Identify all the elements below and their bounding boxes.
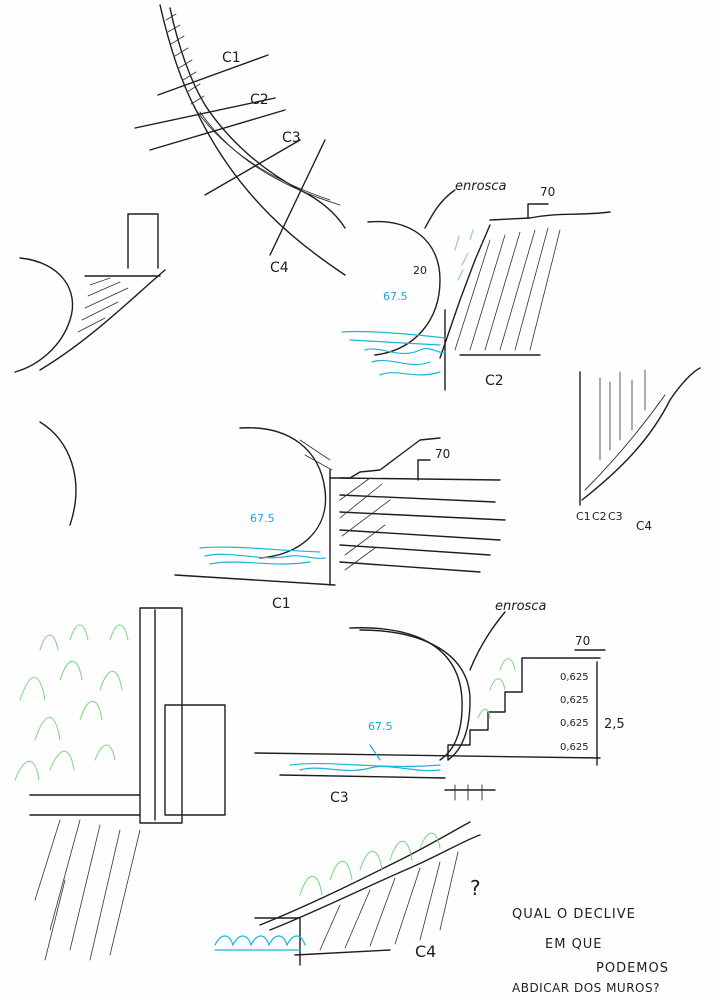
section-c3: enrosca 70 0,625 0,625 0,625 0,625 2,5 6… bbox=[254, 599, 625, 806]
small-section-left bbox=[14, 213, 166, 373]
question-line-3: PODEMOS bbox=[596, 961, 669, 976]
profile-label-c4: C4 bbox=[636, 519, 652, 533]
c2-water-level: 67.5 bbox=[383, 290, 408, 303]
profile-label-c2: C2 bbox=[592, 510, 607, 523]
c2-top-level: 70 bbox=[540, 185, 555, 199]
c3-step-1: 0,625 bbox=[560, 672, 589, 683]
c2-label: C2 bbox=[485, 373, 504, 389]
plan-label-c2: C2 bbox=[250, 92, 269, 108]
c3-step-3: 0,625 bbox=[560, 718, 589, 729]
plan-label-c1: C1 bbox=[222, 50, 241, 66]
c4-question-mark: ? bbox=[470, 876, 481, 900]
c1-top-level: 70 bbox=[435, 447, 450, 461]
plan-label-c3: C3 bbox=[282, 130, 301, 146]
c3-total-height: 2,5 bbox=[604, 717, 625, 732]
c3-step-2: 0,625 bbox=[560, 695, 589, 706]
c2-mid-level: 20 bbox=[413, 264, 427, 277]
question-line-2: EM QUE bbox=[545, 937, 603, 952]
c3-label: C3 bbox=[330, 790, 349, 806]
plan-sketch: C1 C2 C3 C4 bbox=[134, 4, 346, 276]
walls-vegetation-sketch bbox=[14, 607, 226, 961]
profiles-sketch: C1 C2 C3 C4 bbox=[576, 367, 701, 533]
c2-enroscamento-label: enrosca bbox=[455, 179, 506, 194]
section-c2: enrosca 70 20 67.5 C2 bbox=[341, 179, 611, 391]
question-note: QUAL O DECLIVE EM QUE PODEMOS ABDICAR DO… bbox=[512, 907, 669, 995]
section-c1: 70 67.5 C1 bbox=[174, 427, 506, 612]
plan-label-c4: C4 bbox=[270, 260, 289, 276]
question-line-4: ABDICAR DOS MUROS? bbox=[512, 981, 660, 995]
small-arc bbox=[39, 421, 77, 526]
profile-label-c3: C3 bbox=[608, 510, 623, 523]
question-line-1: QUAL O DECLIVE bbox=[512, 907, 636, 922]
c3-top-level: 70 bbox=[575, 634, 590, 648]
c1-water-level: 67.5 bbox=[250, 512, 275, 525]
c4-label: C4 bbox=[415, 942, 436, 961]
profile-label-c1: C1 bbox=[576, 510, 591, 523]
c3-step-4: 0,625 bbox=[560, 742, 589, 753]
section-c4: ? C4 bbox=[214, 821, 481, 966]
c3-enroscamento-label: enrosca bbox=[495, 599, 546, 614]
c3-water-level: 67.5 bbox=[368, 720, 393, 733]
c1-label: C1 bbox=[272, 596, 291, 612]
